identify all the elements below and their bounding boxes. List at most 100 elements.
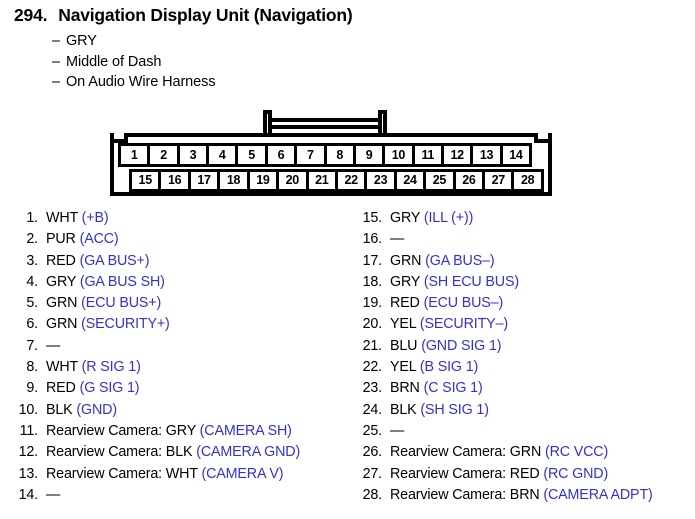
pin-wire-color: —	[46, 486, 61, 503]
pin-signal-name: (GA BUS–)	[425, 252, 495, 269]
pin-list-item-body: —	[46, 487, 60, 503]
pin-list-item-body: BRN (C SIG 1)	[390, 380, 483, 396]
pin-cell[interactable]: 3	[176, 143, 210, 167]
pin-wire-color: —	[390, 422, 405, 439]
pin-list-item-number: 27.	[362, 465, 383, 482]
pin-list-item-number: 21.	[362, 337, 383, 354]
pin-cell[interactable]: 12	[440, 143, 474, 167]
pin-list-item-number: 15.	[362, 210, 383, 226]
pin-cell[interactable]: 27	[482, 169, 515, 192]
pin-signal-name: (GA BUS+)	[79, 252, 150, 269]
pin-list-item: 7.—	[18, 338, 300, 359]
pin-wire-color: Rearview Camera: WHT	[46, 465, 198, 482]
pin-cell[interactable]: 15	[129, 169, 162, 192]
pin-list-item: 17.GRN (GA BUS–)	[362, 253, 653, 274]
pin-signal-name: (CAMERA SH)	[199, 422, 292, 439]
pin-cell[interactable]: 4	[206, 143, 239, 167]
pin-signal-name: (ACC)	[79, 231, 119, 248]
pin-wire-color: Rearview Camera: GRN	[390, 444, 542, 461]
pin-signal-name: (C SIG 1)	[423, 380, 483, 397]
pin-signal-name: (SECURITY–)	[419, 316, 508, 333]
pin-list-item: 21. BLU (GND SIG 1)	[362, 338, 653, 359]
connector-notch-right	[534, 133, 548, 143]
pin-cell[interactable]: 20	[276, 169, 309, 192]
pin-wire-color: WHT	[46, 210, 78, 226]
pin-cell[interactable]: 2	[147, 143, 180, 167]
pin-list-item-body: GRN (SECURITY+)	[46, 316, 170, 332]
pin-list-left: 1.WHT (+B)2.PUR (ACC)3.RED (GA BUS+)4.GR…	[18, 210, 301, 508]
pin-signal-name: (+B)	[81, 210, 109, 226]
pin-list-item-number: 2.	[26, 231, 38, 248]
pin-list-item-number: 5.	[26, 295, 38, 312]
pin-cell[interactable]: 13	[470, 143, 503, 167]
pin-cell[interactable]: 22	[334, 169, 368, 192]
pin-list-item: 16.—	[362, 231, 653, 252]
pin-list-item-body: GRY (SH ECU BUS)	[390, 274, 519, 290]
pin-cell[interactable]: 8	[323, 143, 356, 167]
pin-list-item-body: Rearview Camera: GRN (RC VCC)	[390, 444, 608, 460]
pin-wire-color: YEL	[390, 359, 417, 376]
pin-list-item-body: BLU (GND SIG 1)	[390, 338, 502, 354]
pin-signal-name: (CAMERA GND)	[196, 444, 301, 461]
pin-wire-color: GRN	[46, 316, 78, 333]
pin-signal-name: (SECURITY+)	[81, 316, 170, 333]
pin-signal-name: (GA BUS SH)	[79, 273, 165, 290]
connector-bottom-row: 15 16 17 18 19 20 21 22 23 24 25 26 27 2…	[118, 169, 544, 192]
pin-wire-color: GRY	[390, 210, 421, 226]
pin-cell[interactable]: 19	[246, 169, 280, 192]
pin-list-item-body: YEL (B SIG 1)	[390, 359, 478, 375]
pin-cell[interactable]: 9	[352, 143, 386, 167]
pin-wire-color: —	[390, 231, 405, 248]
pin-list-item-number: 1.	[26, 210, 38, 226]
pin-list-item-body: RED (ECU BUS–)	[390, 295, 503, 311]
pin-list-item-body: WHT (+B)	[46, 210, 109, 226]
detail-text: GRY	[66, 33, 97, 49]
entry-number: 294.	[14, 5, 48, 25]
pin-signal-name: (G SIG 1)	[79, 380, 140, 397]
pin-cell[interactable]: 24	[393, 169, 427, 192]
pin-list-item-number: 19.	[362, 295, 383, 312]
pin-list-item-body: RED (G SIG 1)	[46, 380, 140, 397]
pin-cell[interactable]: 11	[411, 143, 444, 167]
pin-list-item: 23. BRN (C SIG 1)	[362, 380, 653, 401]
pin-list-item: 27. Rearview Camera: RED (RC GND)	[362, 466, 653, 487]
pin-list-item: 13. Rearview Camera: WHT (CAMERA V)	[18, 466, 300, 487]
connector-notch-left	[114, 133, 128, 143]
pin-wire-color: GRN	[46, 295, 78, 312]
pin-cell[interactable]: 16	[158, 169, 191, 192]
pin-wire-color: BLK	[390, 401, 417, 418]
pin-list-item: 6.GRN (SECURITY+)	[18, 316, 300, 337]
pin-list-item-number: 18.	[362, 273, 383, 290]
pin-list-item: 8.WHT (R SIG 1)	[18, 359, 300, 380]
pin-cell[interactable]: 21	[305, 169, 338, 192]
pin-signal-name: (ILL (+))	[423, 210, 474, 226]
pin-wire-color: GRN	[390, 252, 422, 269]
pin-cell[interactable]: 28	[511, 169, 544, 192]
pin-cell[interactable]: 14	[499, 143, 533, 167]
pin-list-item: 25.—	[362, 423, 653, 444]
pin-cell[interactable]: 26	[452, 169, 486, 192]
pin-list-item: 9.RED (G SIG 1)	[18, 380, 300, 401]
pin-cell[interactable]: 17	[187, 169, 221, 192]
pin-list-item-number: 23.	[362, 380, 383, 397]
pin-list-item: 12.Rearview Camera: BLK (CAMERA GND)	[18, 444, 301, 465]
pin-signal-name: (ECU BUS+)	[81, 295, 162, 312]
pin-list-item-number: 24.	[362, 401, 383, 418]
pin-list-item-number: 13.	[18, 465, 39, 482]
pin-cell[interactable]: 18	[217, 169, 250, 192]
pin-cell[interactable]: 7	[294, 143, 327, 167]
pin-list-item-body: WHT (R SIG 1)	[46, 359, 141, 375]
pin-cell[interactable]: 10	[382, 143, 415, 167]
pin-wire-color: BLK	[46, 401, 73, 418]
pin-list-item-body: —	[46, 338, 60, 354]
pin-list-item-body: Rearview Camera: RED (RC GND)	[390, 466, 608, 482]
pin-list-item-body: BLK (GND)	[46, 402, 117, 418]
pin-cell[interactable]: 23	[364, 169, 397, 192]
pin-list-item-number: 14.	[18, 486, 39, 503]
pin-cell[interactable]: 5	[235, 143, 268, 167]
pin-signal-name: (CAMERA V)	[201, 465, 284, 482]
pin-cell[interactable]: 6	[264, 143, 298, 167]
pin-list-item: 24.BLK (SH SIG 1)	[362, 402, 653, 423]
pin-cell[interactable]: 25	[423, 169, 456, 192]
pin-cell[interactable]: 1	[118, 143, 151, 167]
